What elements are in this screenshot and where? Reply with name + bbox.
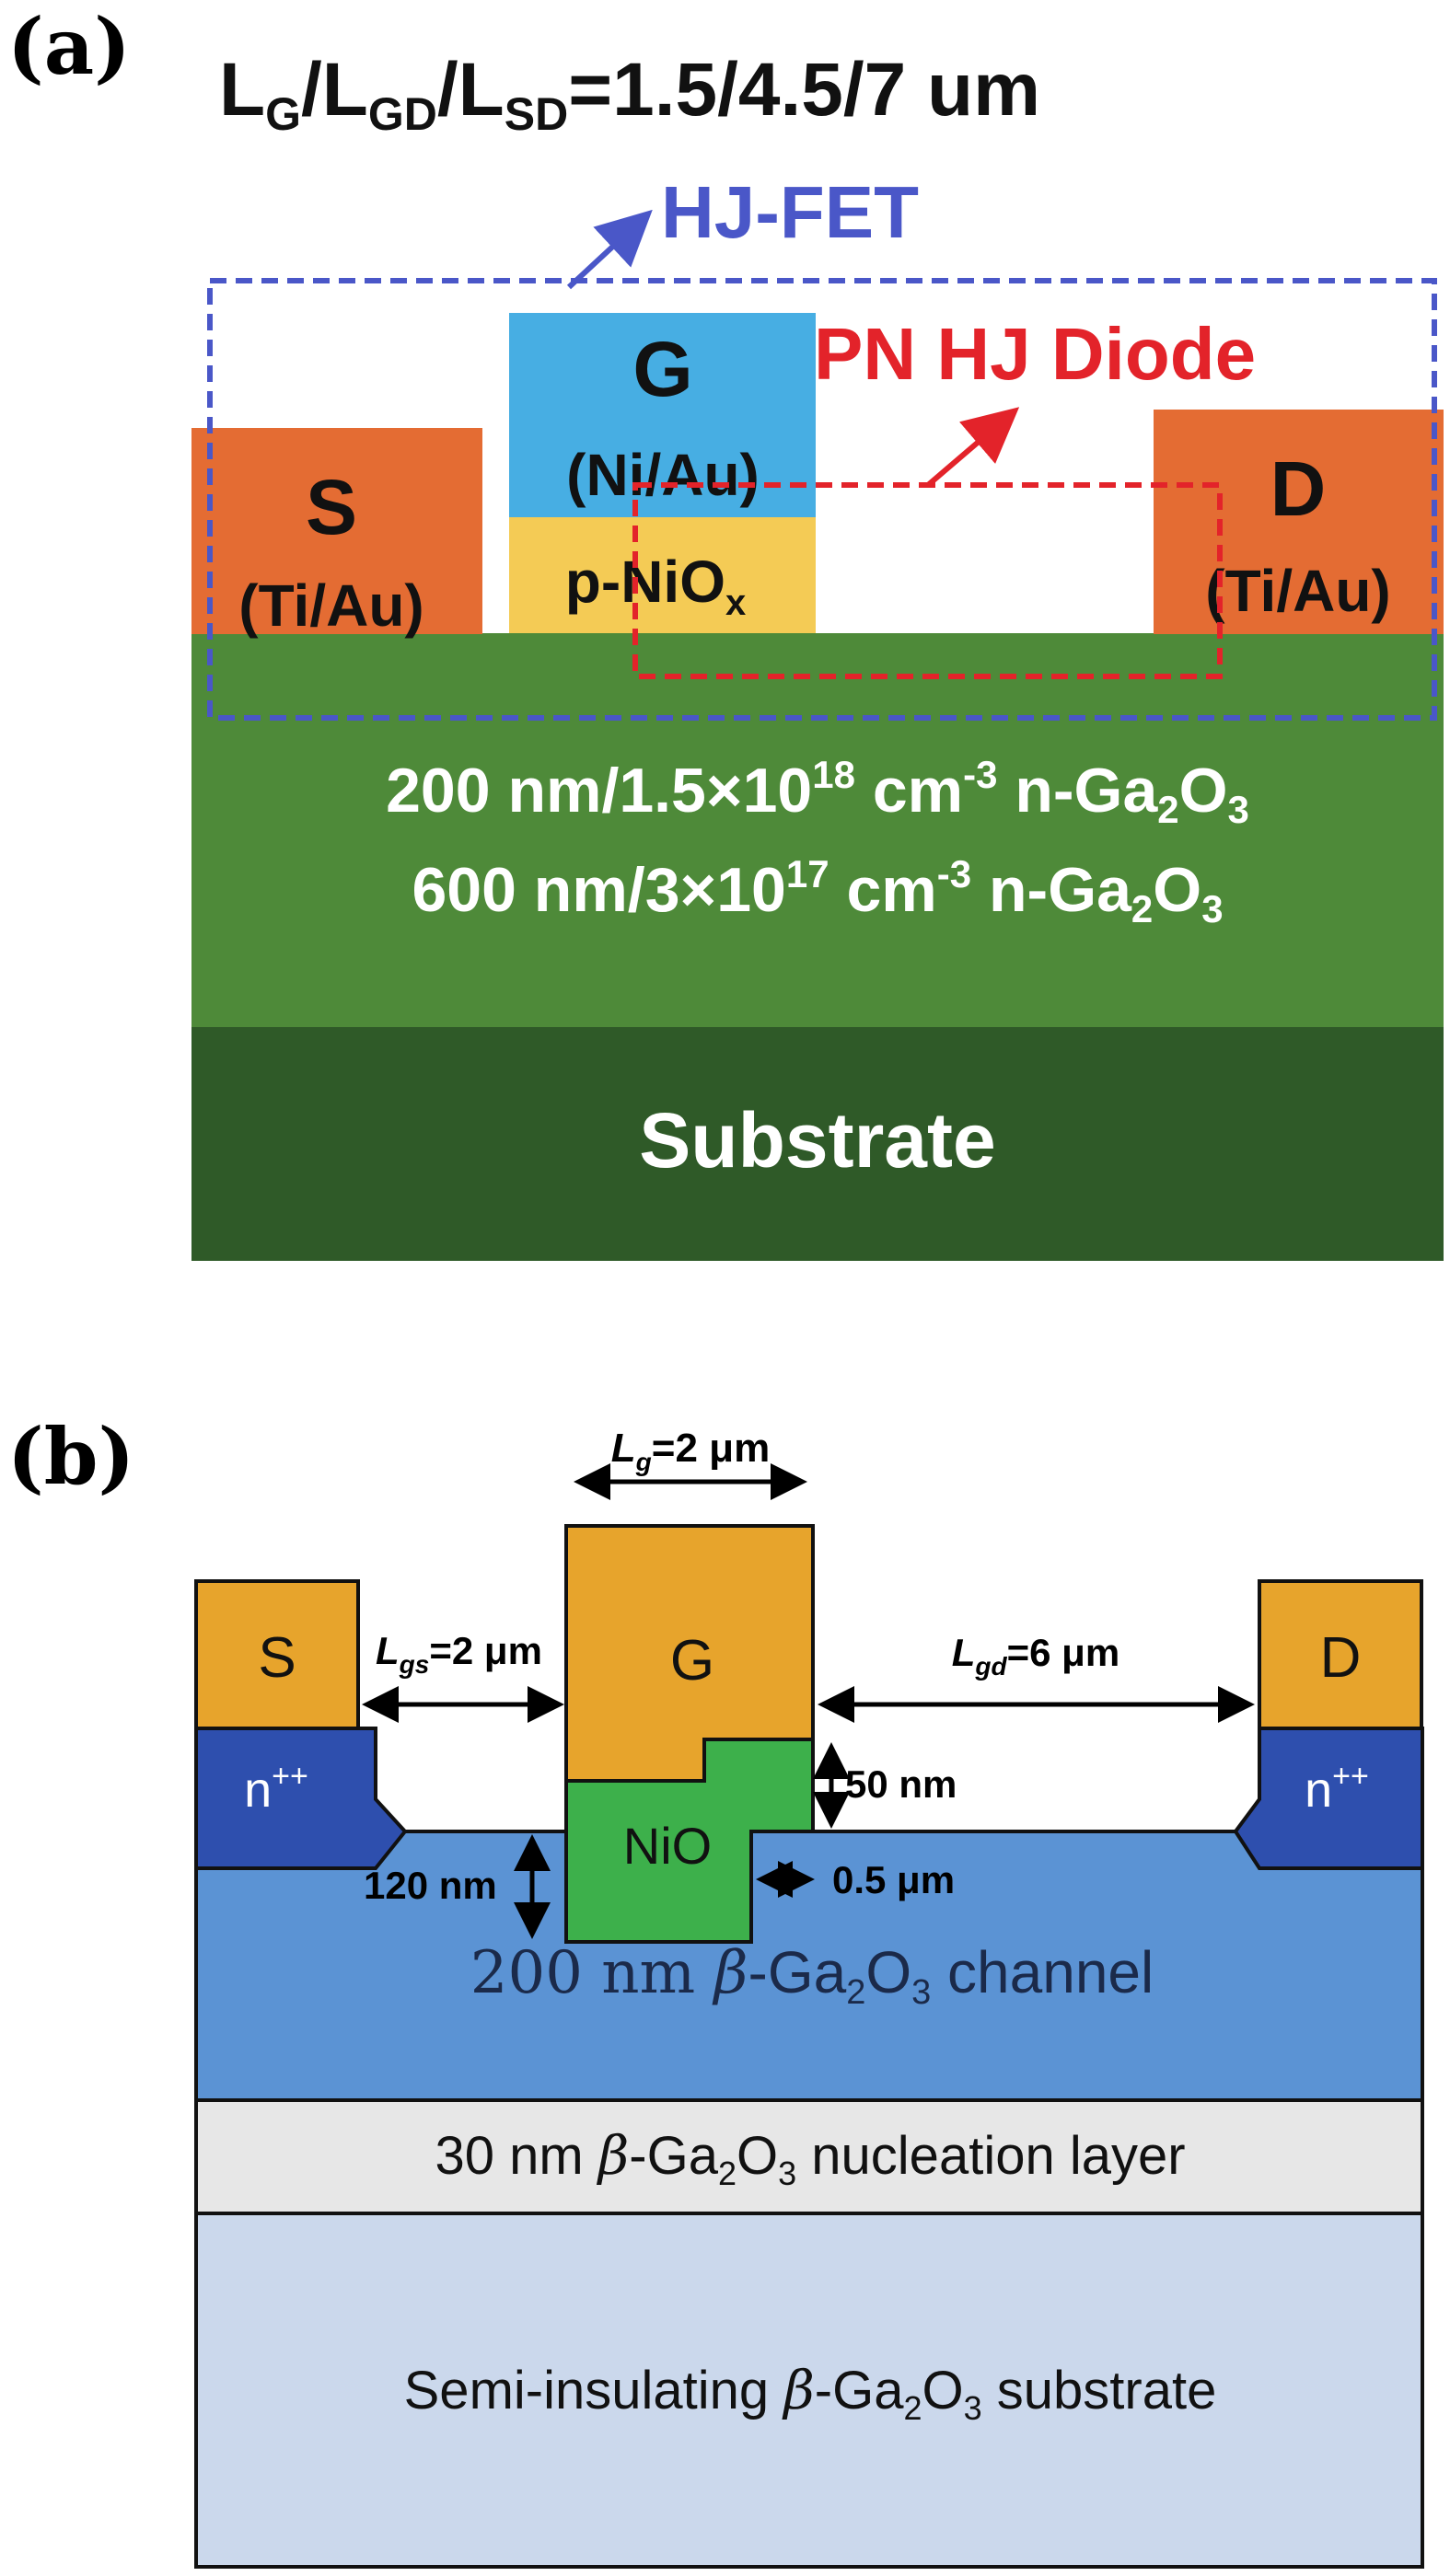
layer2-label: 600 nm/3×1017 cm-3 n-Ga2O3: [412, 852, 1223, 930]
diode-arrow: [926, 407, 1020, 488]
dim-05um-label: 0.5 μm: [832, 1858, 955, 1901]
pniox-label: p-NiOx: [565, 549, 746, 623]
source-letter-b: S: [258, 1626, 296, 1690]
substrate-layer: [191, 1026, 1444, 1261]
semi-insulating-substrate: [194, 2212, 1424, 2569]
source-contact: [191, 428, 482, 634]
nplus-left: [194, 1727, 408, 1870]
dim-120nm-label: 120 nm: [364, 1864, 497, 1907]
drain-metal-b: [1258, 1579, 1423, 1730]
substrate-label-b: Semi-insulating β-Ga2O3 substrate: [404, 2359, 1217, 2427]
drain-contact: [1154, 410, 1444, 634]
hjfet-outline: [207, 278, 1437, 721]
hjfet-label: HJ-FET: [661, 171, 919, 253]
source-letter: S: [306, 464, 357, 550]
nucleation-layer: [194, 2098, 1424, 2215]
diode-label: PN HJ Diode: [814, 313, 1256, 395]
dim-50nm-label: 50 nm: [845, 1762, 957, 1806]
nucleation-label: 30 nm β-Ga2O3 nucleation layer: [435, 2124, 1185, 2192]
hjfet-arrow: [566, 209, 653, 290]
panel-b-label: (b): [7, 1411, 134, 1502]
source-metal: (Ti/Au): [238, 572, 423, 639]
source-metal-b: [194, 1579, 360, 1730]
nio-label: NiO: [623, 1817, 712, 1875]
gate-letter-b: G: [670, 1629, 714, 1692]
drain-letter: D: [1270, 445, 1327, 532]
epi-layer: [191, 633, 1444, 1027]
lgs-label: Lgs=2 μm: [376, 1629, 542, 1679]
pniox-layer: [509, 517, 816, 633]
gate-letter: G: [632, 326, 692, 412]
panel-a-title: LG/LGD/LSD=1.5/4.5/7 um: [219, 48, 1040, 140]
panel-a: (a) LG/LGD/LSD=1.5/4.5/7 um Substrate 20…: [7, 1, 1444, 1261]
lg-label: Lg=2 μm: [611, 1426, 770, 1476]
lgd-label: Lgd=6 μm: [952, 1631, 1119, 1681]
gate-metal-b: [564, 1524, 815, 1783]
diode-outline: [632, 482, 1223, 679]
panel-a-label: (a): [7, 1, 131, 92]
layer1-label: 200 nm/1.5×1018 cm-3 n-Ga2O3: [386, 753, 1249, 831]
channel-label: 200 nm β-Ga2O3 channel: [470, 1939, 1154, 2012]
drain-letter-b: D: [1320, 1626, 1362, 1690]
drain-metal: (Ti/Au): [1205, 558, 1390, 624]
nplus-left-label: n++: [244, 1759, 308, 1818]
substrate-label: Substrate: [639, 1097, 995, 1184]
panel-b: (b) Semi-insulating β-Ga2O3 substrate 30…: [7, 1411, 1424, 2569]
gate-metal: (Ni/Au): [566, 442, 760, 508]
nplus-right-label: n++: [1305, 1759, 1369, 1818]
